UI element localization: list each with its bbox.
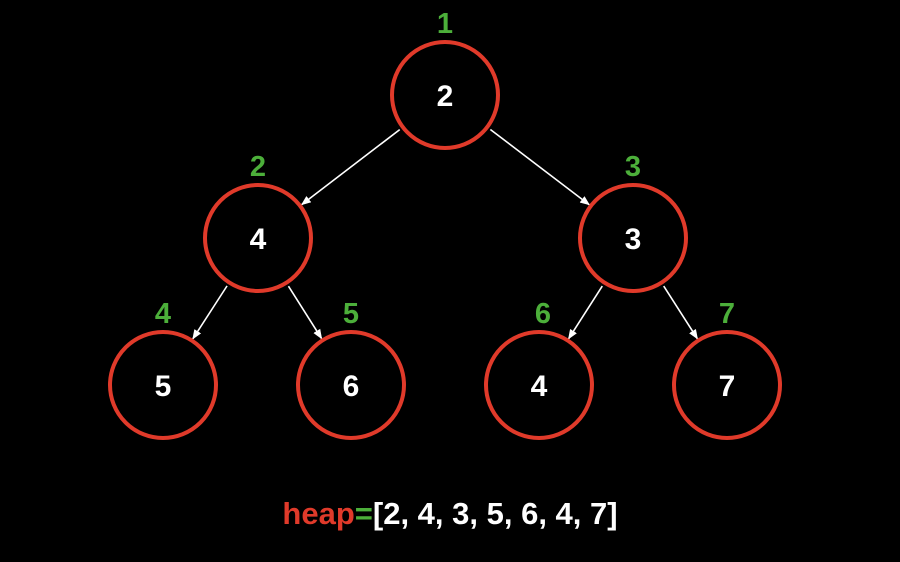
edge-arrow [663,285,699,340]
tree-node: 46 [484,298,594,440]
node-index-label: 2 [250,151,266,183]
node-circle [390,40,500,150]
edge-arrow [287,285,323,340]
node-value: 7 [719,370,736,403]
edge-arrow [489,128,591,206]
edge-arrow [300,128,401,206]
tree-node: 65 [296,298,406,440]
node-index-label: 1 [437,8,453,40]
node-circle [203,183,313,293]
tree-node: 21 [390,8,500,150]
node-index-label: 6 [535,298,551,330]
tree-node: 42 [203,151,313,293]
node-value: 5 [155,370,172,403]
heap-label: heap [282,496,355,531]
heap-array-caption: heap=[2, 4, 3, 5, 6, 4, 7] [0,496,900,532]
equals-sign: = [354,496,373,531]
heap-array-values: [2, 4, 3, 5, 6, 4, 7] [372,496,618,531]
node-circle [108,330,218,440]
edge-arrow [192,285,228,340]
node-index-label: 4 [155,298,171,330]
node-index-label: 3 [625,151,641,183]
node-circle [672,330,782,440]
tree-node: 77 [672,298,782,440]
node-circle [578,183,688,293]
node-circle [296,330,406,440]
node-value: 6 [343,370,360,403]
edge-arrow [567,285,603,340]
node-circle [484,330,594,440]
node-value: 3 [625,223,642,256]
node-value: 4 [531,370,548,403]
tree-node: 54 [108,298,218,440]
tree-node: 33 [578,151,688,293]
node-index-label: 5 [343,298,359,330]
node-value: 4 [250,223,267,256]
node-index-label: 7 [719,298,735,330]
node-value: 2 [437,80,454,113]
